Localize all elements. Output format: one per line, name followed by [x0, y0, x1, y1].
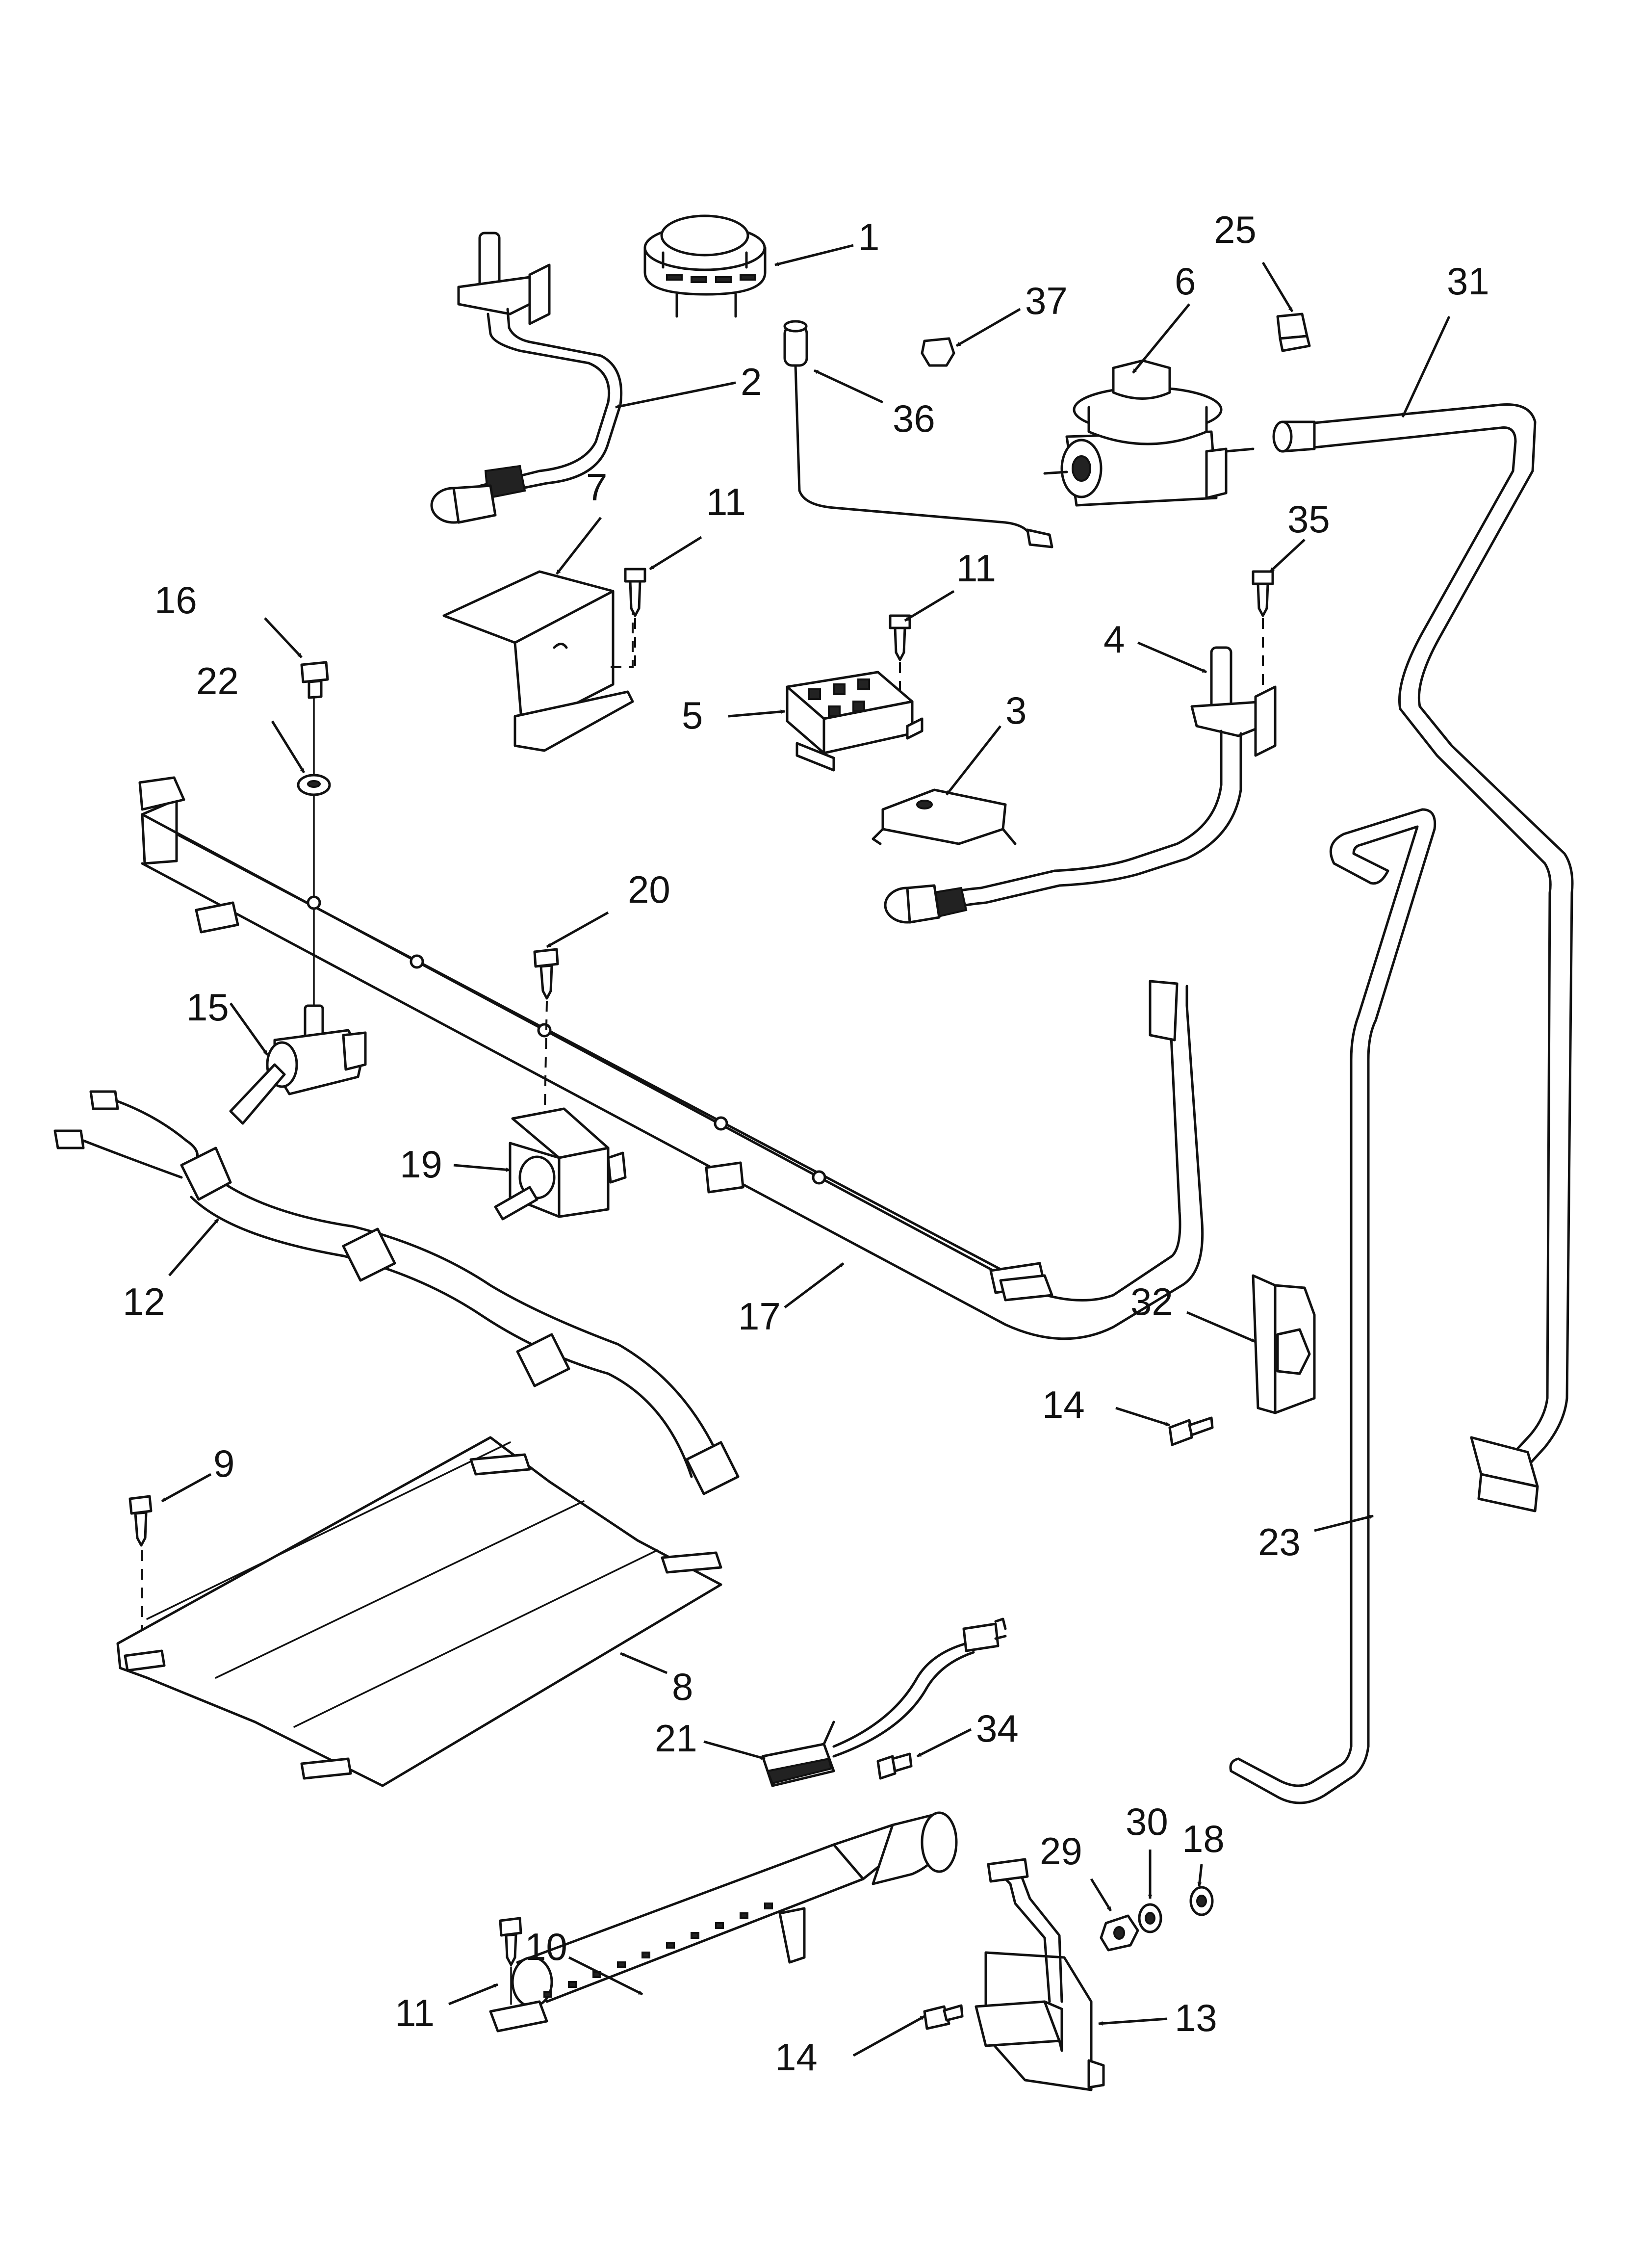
callout-9: 9 [213, 1442, 234, 1485]
callout-32: 32 [1130, 1280, 1173, 1323]
callout-30: 30 [1126, 1800, 1168, 1843]
callout-19: 19 [400, 1143, 442, 1186]
callout-3: 3 [1005, 689, 1026, 732]
part-32-bracket [1252, 1274, 1316, 1414]
callout-34: 34 [976, 1707, 1019, 1750]
callout-37: 37 [1025, 279, 1068, 322]
callout-25: 25 [1214, 208, 1257, 251]
callout-7: 7 [586, 466, 607, 509]
callout-21: 21 [655, 1717, 697, 1760]
callout-5: 5 [682, 694, 703, 737]
callout-11-c: 11 [395, 1991, 435, 2034]
callout-18: 18 [1182, 1817, 1225, 1860]
callout-10: 10 [525, 1925, 567, 1968]
callout-35: 35 [1287, 497, 1330, 541]
callout-23: 23 [1258, 1520, 1301, 1564]
part-25-fitting [1276, 313, 1311, 352]
part-10-burner [489, 1811, 958, 2033]
part-11-screw-a [624, 568, 646, 667]
callout-17: 17 [738, 1295, 781, 1338]
callout-16: 16 [154, 578, 197, 622]
callout-11-a: 11 [706, 480, 746, 523]
callout-20: 20 [628, 868, 670, 911]
part-13-valve-bracket [975, 1858, 1105, 2091]
part-21-electrode [761, 1617, 1007, 1787]
part-4-burner-tube [884, 646, 1277, 924]
callout-2: 2 [741, 360, 762, 403]
part-34-screw [876, 1752, 913, 1780]
part-9-screw [128, 1495, 153, 1653]
part-8-plate [116, 1436, 722, 1787]
callout-14-a: 14 [1042, 1383, 1085, 1426]
part-35-screw [1252, 570, 1274, 706]
part-36-electrode-wire [783, 320, 1053, 548]
part-7-shield [442, 570, 634, 752]
callout-22: 22 [196, 659, 239, 703]
callout-14-b: 14 [775, 2035, 818, 2079]
part-14-screw-a [1168, 1416, 1214, 1446]
callout-13: 13 [1175, 1996, 1217, 2039]
part-1-burner-cap [643, 214, 767, 318]
callout-8: 8 [672, 1665, 693, 1708]
part-30-ferrule [1138, 1903, 1162, 1933]
part-22-washer [297, 696, 331, 1007]
callout-labels: 1 2 3 4 5 6 7 8 9 10 11 11 11 12 13 14 1… [123, 208, 1489, 2079]
leader-lines [161, 244, 1451, 2057]
part-6-regulator [1043, 359, 1255, 507]
callout-12: 12 [123, 1280, 165, 1323]
part-29-nut [1100, 1914, 1139, 1952]
callout-11-b: 11 [956, 547, 996, 590]
part-19-switch [494, 1107, 627, 1221]
callout-15: 15 [186, 986, 229, 1029]
part-16-bolt [300, 661, 329, 699]
part-11-screw-b [889, 614, 911, 706]
part-11-screw-c [499, 1917, 522, 2005]
part-18-ferrule [1189, 1886, 1214, 1916]
callout-1: 1 [858, 215, 879, 259]
part-23-gas-tube [1229, 808, 1437, 1804]
part-37-clip [921, 337, 955, 367]
part-17-manifold [138, 776, 1204, 1340]
callout-36: 36 [893, 397, 935, 440]
part-5-spark-module [786, 671, 924, 772]
part-14-screw-b [923, 2004, 964, 2030]
callout-31: 31 [1447, 260, 1489, 303]
callout-29: 29 [1040, 1829, 1082, 1873]
part-20-screw [533, 948, 559, 1134]
callout-6: 6 [1175, 260, 1196, 303]
part-31-gas-tube [1272, 403, 1574, 1512]
callout-4: 4 [1103, 618, 1125, 661]
part-3-bracket [872, 788, 1017, 845]
part-2-burner-tube [430, 232, 623, 524]
part-15-valve [229, 1004, 367, 1125]
part-12-wire-harness [53, 1090, 740, 1495]
